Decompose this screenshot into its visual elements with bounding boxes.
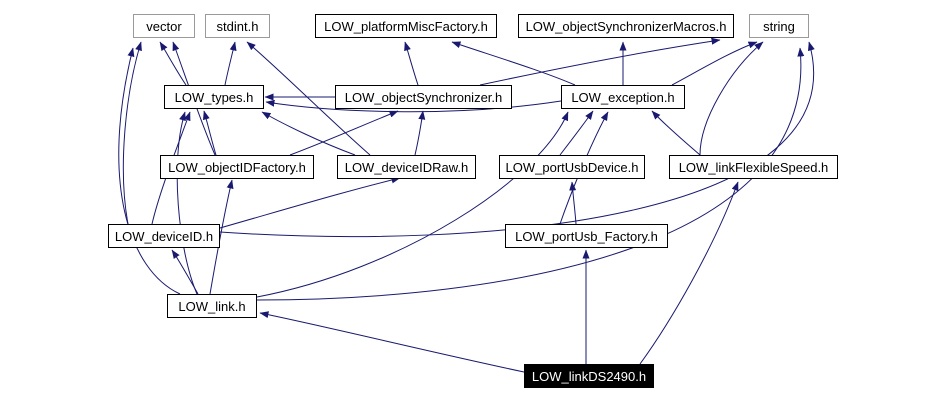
graph-node-LOW_objectSynchronizer_h[interactable]: LOW_objectSynchronizer.h — [335, 85, 512, 109]
graph-node-LOW_exception_h[interactable]: LOW_exception.h — [561, 85, 685, 109]
graph-node-vector[interactable]: vector — [133, 14, 195, 38]
graph-node-LOW_objectSynchronizerMacros_h[interactable]: LOW_objectSynchronizerMacros.h — [518, 14, 734, 38]
graph-node-string[interactable]: string — [749, 14, 809, 38]
graph-node-label: LOW_objectSynchronizer.h — [344, 89, 503, 105]
graph-edge — [671, 41, 758, 86]
graph-node-label: LOW_link.h — [178, 298, 246, 314]
graph-edge — [289, 110, 399, 156]
graph-node-LOW_linkDS2490_h: LOW_linkDS2490.h — [524, 364, 654, 388]
graph-node-label: LOW_deviceIDRaw.h — [344, 159, 469, 175]
graph-node-label: LOW_types.h — [174, 89, 254, 105]
graph-edge — [404, 41, 419, 86]
graph-node-label: LOW_portUsb_Factory.h — [515, 228, 658, 244]
graph-node-label: LOW_linkFlexibleSpeed.h — [678, 159, 829, 175]
graph-node-LOW_deviceIDRaw_h[interactable]: LOW_deviceIDRaw.h — [337, 155, 476, 179]
graph-node-label: string — [763, 18, 795, 34]
graph-edge — [699, 41, 764, 156]
graph-node-label: LOW_platformMiscFactory.h — [324, 18, 488, 34]
graph-node-label: LOW_exception.h — [571, 89, 675, 105]
graph-edge — [122, 41, 142, 225]
graph-node-label: LOW_deviceID.h — [114, 228, 214, 244]
graph-node-label: LOW_portUsbDevice.h — [505, 159, 639, 175]
graph-edge — [451, 41, 576, 86]
graph-edge — [118, 47, 181, 295]
graph-edge — [171, 249, 199, 295]
graph-node-LOW_objectIDFactory_h[interactable]: LOW_objectIDFactory.h — [160, 155, 314, 179]
graph-edge — [224, 41, 237, 86]
graph-edge — [651, 110, 701, 156]
graph-edge — [256, 47, 805, 301]
graph-edge — [246, 41, 371, 156]
graph-node-LOW_link_h[interactable]: LOW_link.h — [167, 294, 257, 318]
graph-node-LOW_portUsb_Factory_h[interactable]: LOW_portUsb_Factory.h — [505, 224, 668, 248]
graph-edge — [219, 176, 401, 229]
graph-node-LOW_portUsbDevice_h[interactable]: LOW_portUsbDevice.h — [499, 155, 645, 179]
graph-node-stdint_h[interactable]: stdint.h — [205, 14, 270, 38]
graph-edge — [202, 110, 217, 156]
graph-edge — [479, 37, 721, 86]
graph-node-LOW_platformMiscFactory_h[interactable]: LOW_platformMiscFactory.h — [315, 14, 497, 38]
graph-edge — [259, 311, 525, 373]
graph-node-LOW_deviceID_h[interactable]: LOW_deviceID.h — [108, 224, 220, 248]
graph-edge — [261, 111, 356, 156]
graph-node-label: vector — [146, 18, 182, 34]
graph-edge — [256, 111, 569, 298]
graph-node-LOW_linkFlexibleSpeed_h[interactable]: LOW_linkFlexibleSpeed.h — [669, 155, 838, 179]
graph-node-LOW_types_h[interactable]: LOW_types.h — [164, 85, 264, 109]
graph-edge — [159, 41, 187, 86]
graph-node-label: LOW_objectSynchronizerMacros.h — [525, 18, 727, 34]
graph-node-label: LOW_linkDS2490.h — [531, 368, 647, 384]
graph-edge — [569, 181, 577, 225]
graph-edge — [219, 41, 815, 238]
graph-edge — [209, 179, 234, 295]
graph-node-label: LOW_objectIDFactory.h — [168, 159, 306, 175]
graph-edge — [176, 111, 198, 295]
graph-node-label: stdint.h — [216, 18, 259, 34]
graph-edge — [559, 110, 594, 156]
graph-edge — [639, 181, 739, 365]
graph-edge — [414, 110, 426, 156]
